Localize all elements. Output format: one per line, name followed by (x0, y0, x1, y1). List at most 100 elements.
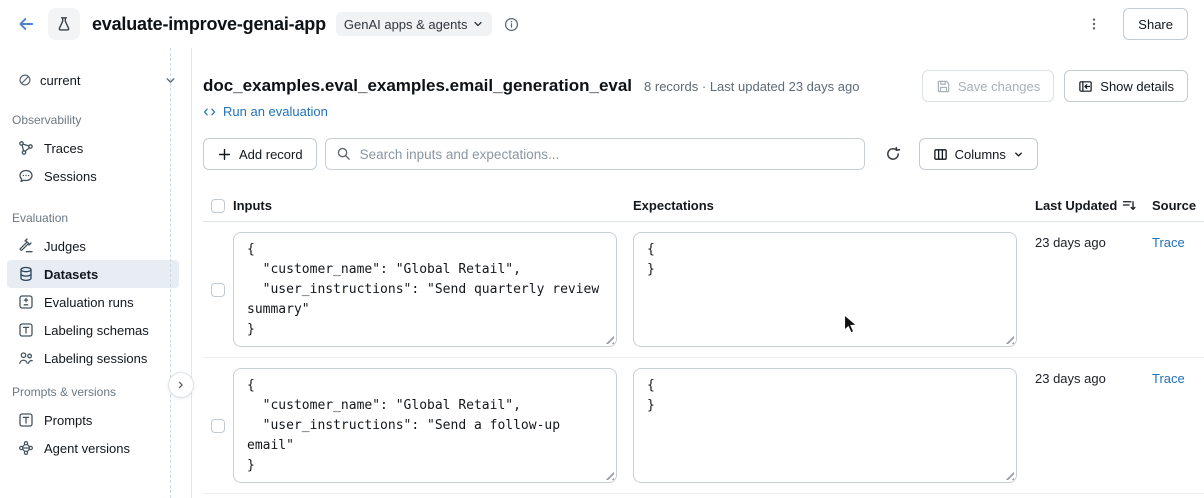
overflow-menu-button[interactable] (1081, 11, 1107, 37)
text-box-icon (18, 412, 34, 428)
share-button[interactable]: Share (1123, 8, 1188, 40)
traces-icon (18, 140, 34, 156)
records-table: Inputs Expectations Last Updated Source (203, 190, 1204, 498)
inputs-json: { "customer_name": "Global Retail", "use… (247, 378, 561, 473)
header-check-cell (203, 198, 233, 213)
inputs-editor[interactable]: { "customer_name": "Global Retail", "use… (233, 232, 617, 347)
sidebar-item-label: Traces (44, 140, 84, 156)
save-changes-button[interactable]: Save changes (921, 70, 1055, 102)
column-header-last-updated[interactable]: Last Updated (1035, 198, 1152, 213)
column-header-expectations[interactable]: Expectations (633, 198, 714, 213)
refresh-button[interactable] (879, 140, 907, 168)
top-bar: evaluate-improve-genai-app GenAI apps & … (0, 0, 1204, 48)
version-selector-label: current (40, 72, 81, 88)
sidebar-item-label: Judges (44, 238, 86, 254)
sidebar-item-labeling-schemas[interactable]: Labeling schemas (7, 316, 179, 344)
sidebar-item-label: Sessions (44, 168, 97, 184)
chevron-down-icon (164, 74, 177, 87)
run-evaluation-link[interactable]: Run an evaluation (203, 104, 328, 119)
sidebar-item-prompts[interactable]: Prompts (7, 406, 179, 434)
slashed-circle-icon (18, 73, 32, 87)
expectations-editor[interactable]: { } (633, 232, 1017, 347)
show-details-button[interactable]: Show details (1064, 70, 1188, 102)
version-selector[interactable]: current (7, 68, 177, 92)
expectations-editor[interactable]: { } (633, 368, 1017, 483)
column-header-source[interactable]: Source (1152, 198, 1197, 213)
resize-grip-icon[interactable] (604, 470, 614, 480)
sidebar-item-agent-versions[interactable]: Agent versions (7, 434, 179, 462)
add-record-label: Add record (239, 146, 303, 162)
sidebar-item-sessions[interactable]: Sessions (7, 162, 179, 190)
experiment-icon-box (48, 8, 80, 40)
experiment-flask-icon (56, 16, 72, 32)
record-count: 8 records (644, 78, 699, 94)
inputs-cell: { "customer_name": "Global Retail", "use… (233, 232, 617, 347)
section-label-observability: Observability (12, 113, 82, 127)
meta-separator: · (701, 78, 707, 94)
inputs-json: { "customer_name": "Global Retail", "use… (247, 242, 600, 337)
source-cell: Trace (1152, 368, 1204, 388)
sidebar-item-label: Labeling sessions (44, 350, 148, 366)
chevron-down-icon (1013, 149, 1024, 160)
sidebar: current Observability Traces Sessions Ev… (0, 48, 194, 498)
gavel-icon (18, 238, 34, 254)
search-input[interactable] (324, 138, 865, 170)
panel-left-arrow-icon (1078, 79, 1093, 94)
plus-minus-box-icon (18, 294, 34, 310)
sidebar-item-label: Prompts (44, 412, 93, 428)
sessions-icon (18, 168, 34, 184)
info-icon (504, 17, 519, 32)
sidebar-item-label: Labeling schemas (44, 322, 149, 338)
columns-dropdown-button[interactable]: Columns (918, 138, 1038, 170)
columns-icon (933, 147, 948, 162)
chevron-right-icon (175, 379, 187, 391)
last-updated-cell: 23 days ago (1035, 371, 1106, 386)
add-record-button[interactable]: Add record (203, 138, 317, 170)
trace-link[interactable]: Trace (1152, 235, 1185, 250)
sidebar-collapse-button[interactable] (168, 372, 194, 398)
people-icon (18, 350, 34, 366)
app-title: evaluate-improve-genai-app (92, 13, 326, 34)
toolbar: Add record Columns (203, 138, 1038, 170)
table-row: { "customer_name": "Global Retail", "use… (203, 358, 1204, 494)
context-type-dropdown[interactable]: GenAI apps & agents (335, 12, 493, 36)
row-checkbox[interactable] (211, 282, 225, 297)
table-row: { "customer_name": "Global Retail", "use… (203, 222, 1204, 358)
kebab-menu-icon (1087, 17, 1101, 31)
save-changes-label: Save changes (957, 78, 1041, 94)
dataset-title-row: doc_examples.eval_examples.email_generat… (203, 70, 1188, 102)
graph-nodes-icon (18, 440, 34, 456)
resize-grip-icon[interactable] (1004, 470, 1014, 480)
sidebar-item-label: Datasets (44, 266, 99, 282)
column-header-inputs[interactable]: Inputs (233, 198, 272, 213)
run-evaluation-label: Run an evaluation (223, 104, 328, 119)
sidebar-item-labeling-sessions[interactable]: Labeling sessions (7, 344, 179, 372)
last-updated-cell: 23 days ago (1035, 235, 1106, 250)
resize-grip-icon[interactable] (604, 334, 614, 344)
dataset-meta: 8 records · Last updated 23 days ago (644, 79, 859, 94)
sidebar-item-datasets[interactable]: Datasets (7, 260, 179, 288)
expectations-cell: { } (633, 232, 1017, 347)
sidebar-item-traces[interactable]: Traces (7, 134, 179, 162)
dataset-title: doc_examples.eval_examples.email_generat… (203, 76, 633, 95)
back-button[interactable] (14, 12, 38, 36)
last-updated-label: Last Updated (1035, 198, 1118, 213)
columns-label: Columns (954, 146, 1006, 162)
trace-link[interactable]: Trace (1152, 371, 1185, 386)
resize-grip-icon[interactable] (1004, 334, 1014, 344)
sidebar-item-evaluation-runs[interactable]: Evaluation runs (7, 288, 179, 316)
row-check-cell (203, 418, 233, 433)
expectations-cell: { } (633, 368, 1017, 483)
row-checkbox[interactable] (211, 418, 225, 433)
save-icon (936, 79, 951, 94)
sidebar-item-label: Evaluation runs (44, 294, 134, 310)
sort-descending-icon (1122, 199, 1137, 212)
info-button[interactable] (500, 13, 522, 35)
select-all-checkbox[interactable] (211, 198, 225, 213)
main-content: doc_examples.eval_examples.email_generat… (193, 48, 1204, 498)
sidebar-item-judges[interactable]: Judges (7, 232, 179, 260)
plus-icon (217, 147, 232, 162)
expectations-json: { } (647, 242, 655, 277)
inputs-editor[interactable]: { "customer_name": "Global Retail", "use… (233, 368, 617, 483)
